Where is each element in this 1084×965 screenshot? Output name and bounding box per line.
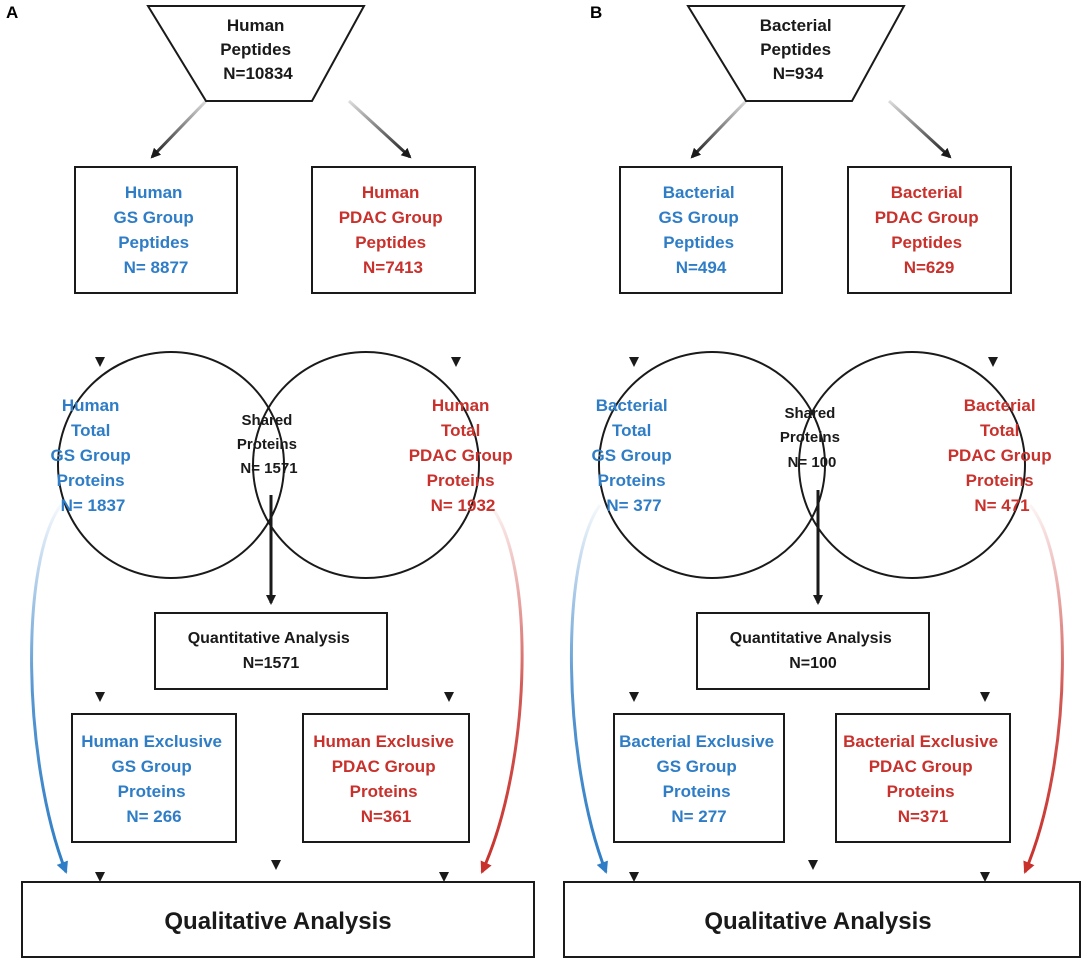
arrow-top-left bbox=[150, 99, 208, 159]
venn-pdac-circle bbox=[798, 351, 1026, 579]
venn-shared-text: Shared Proteins N= 100 bbox=[780, 405, 844, 471]
venn-shared-text: Shared Proteins N= 1571 bbox=[237, 412, 301, 477]
red-curve-arrow bbox=[1023, 504, 1064, 874]
top-title: Bacterial Peptides N=934 bbox=[760, 16, 837, 83]
top-trapezoid bbox=[146, 5, 366, 102]
panel-b: B Bacterial Peptides N=934 Bacterial GS … bbox=[563, 3, 1081, 958]
pdac-exclusive-box bbox=[835, 713, 1011, 843]
venn-gs-text: Bacterial Total GS Group Proteins N= 377 bbox=[591, 396, 676, 515]
venn-gs-text: Human Total GS Group Proteins N= 1837 bbox=[50, 396, 135, 515]
quant-box bbox=[154, 612, 388, 690]
gs-exclusive-box bbox=[613, 713, 785, 843]
pdac-peptides-text: Human PDAC Group Peptides N=7413 bbox=[339, 183, 448, 277]
qualitative-box bbox=[21, 881, 535, 958]
venn-pdac-text: Human Total PDAC Group Proteins N= 1932 bbox=[409, 396, 518, 515]
pdac-exclusive-text: Human Exclusive PDAC Group Proteins N=36… bbox=[313, 732, 459, 826]
venn-pdac-text: Bacterial Total PDAC Group Proteins N= 4… bbox=[948, 396, 1057, 515]
qualitative-box bbox=[563, 881, 1081, 958]
arrow-top-left bbox=[690, 99, 748, 159]
quant-box bbox=[696, 612, 930, 690]
quant-text: Quantitative Analysis N=100 bbox=[730, 630, 897, 672]
top-title: Human Peptides N=10834 bbox=[220, 16, 296, 83]
qualitative-text: Qualitative Analysis bbox=[164, 908, 391, 935]
qualitative-text: Qualitative Analysis bbox=[704, 908, 931, 935]
blue-curve-arrow bbox=[30, 504, 68, 874]
pdac-peptides-text: Bacterial PDAC Group Peptides N=629 bbox=[875, 183, 984, 277]
pdac-exclusive-text: Bacterial Exclusive PDAC Group Proteins … bbox=[843, 732, 1003, 826]
gs-exclusive-text: Bacterial Exclusive GS Group Proteins N=… bbox=[619, 732, 779, 826]
red-curve-arrow bbox=[480, 504, 524, 874]
venn-pdac-circle bbox=[252, 351, 480, 579]
gs-peptides-box bbox=[619, 166, 783, 294]
gs-peptides-text: Bacterial GS Group Peptides N=494 bbox=[658, 183, 743, 277]
panel-a: A Human Peptides N=10834 Human GS Group … bbox=[6, 3, 535, 958]
pdac-peptides-box bbox=[847, 166, 1012, 294]
panel-label: B bbox=[590, 3, 602, 22]
quant-text: Quantitative Analysis N=1571 bbox=[188, 630, 355, 672]
gs-exclusive-box bbox=[71, 713, 237, 843]
panel-label: A bbox=[6, 3, 18, 22]
blue-curve-arrow bbox=[570, 504, 608, 874]
venn-gs-circle bbox=[57, 351, 285, 579]
venn-gs-circle bbox=[598, 351, 826, 579]
pdac-exclusive-box bbox=[302, 713, 470, 843]
gs-exclusive-text: Human Exclusive GS Group Proteins N= 266 bbox=[81, 732, 227, 826]
pdac-peptides-box bbox=[311, 166, 476, 294]
gs-peptides-box bbox=[74, 166, 238, 294]
arrow-top-right bbox=[347, 99, 412, 159]
gs-peptides-text: Human GS Group Peptides N= 8877 bbox=[113, 183, 198, 277]
top-trapezoid bbox=[686, 5, 906, 102]
arrow-top-right bbox=[887, 99, 952, 159]
